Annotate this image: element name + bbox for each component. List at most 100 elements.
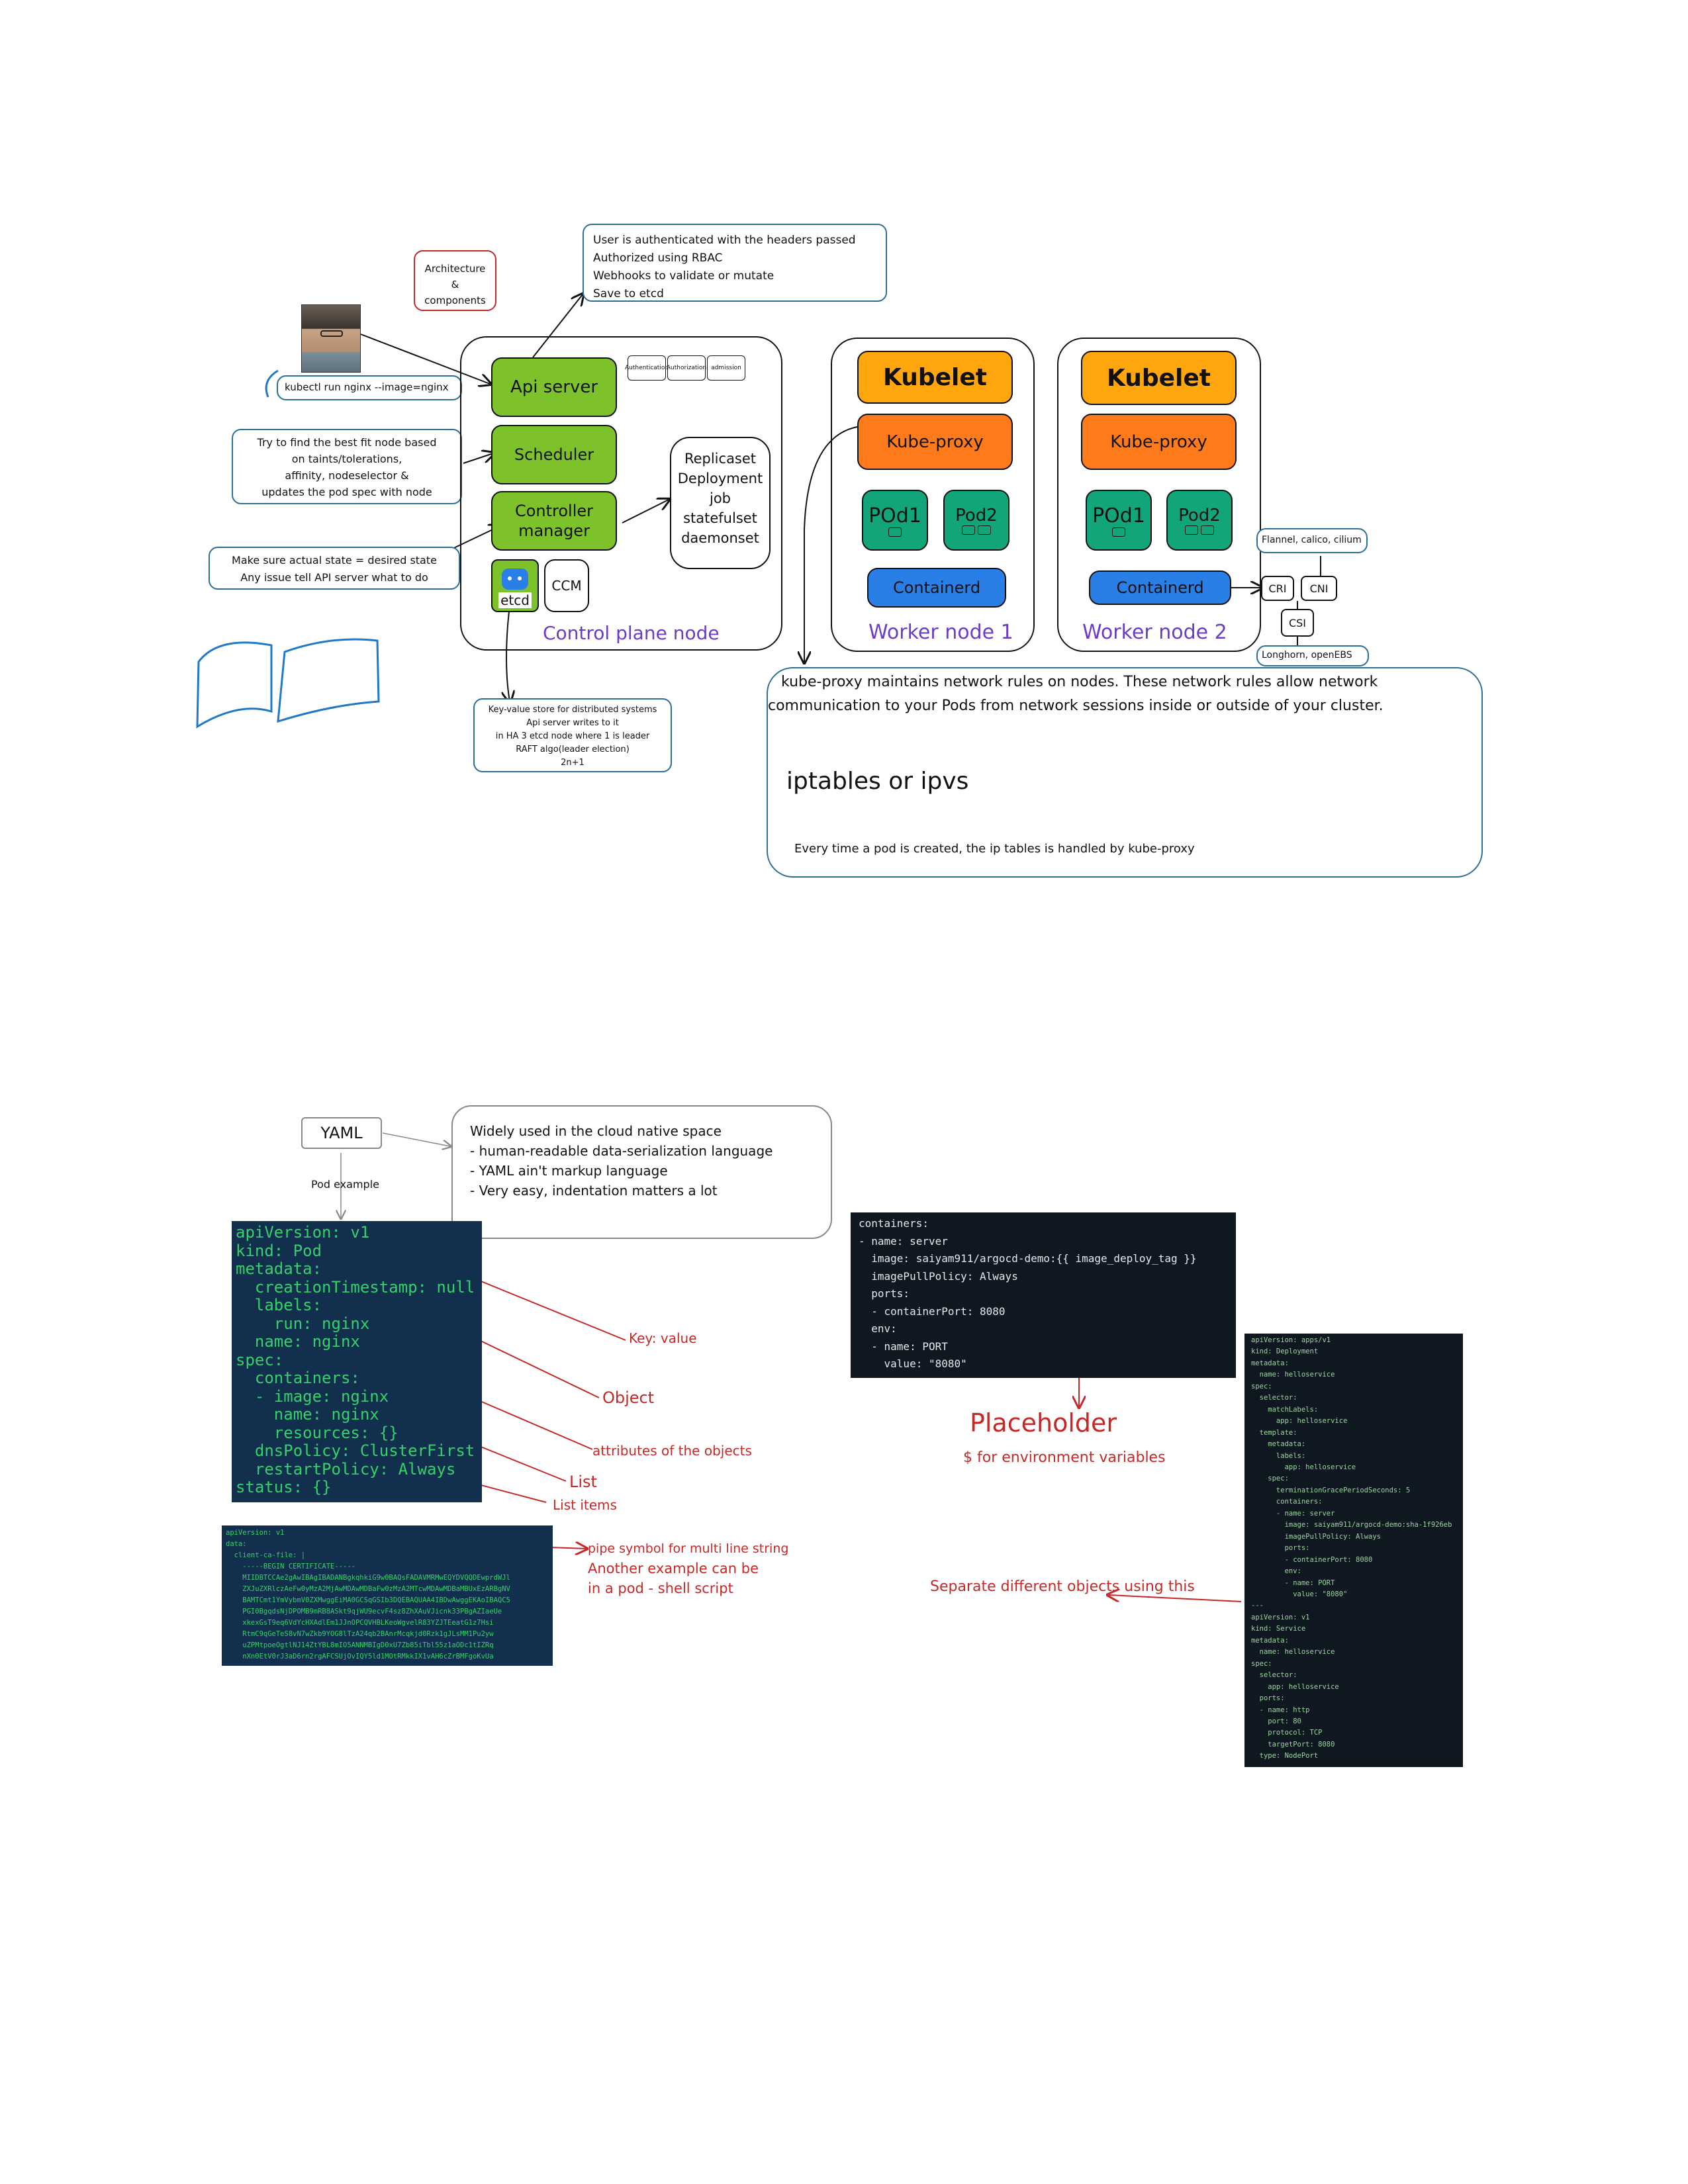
- code-line: value: "8080": [1251, 1590, 1348, 1598]
- code-line: metadata:: [1251, 1359, 1289, 1367]
- container-icon: [1112, 527, 1125, 537]
- auth-note-line: Authorized using RBAC: [593, 251, 723, 265]
- yaml-title: YAML: [301, 1117, 382, 1149]
- container-icon: [978, 525, 991, 535]
- code-line: spec:: [1251, 1475, 1289, 1483]
- code-line: terminationGracePeriodSeconds: 5: [1251, 1486, 1411, 1494]
- separator-note: Separate different objects using this: [930, 1578, 1195, 1595]
- controller-manager-line: manager: [518, 522, 590, 540]
- containerd-component[interactable]: Containerd: [1089, 570, 1231, 605]
- worker-node-2: [1057, 338, 1261, 652]
- code-line: spec:: [236, 1350, 284, 1369]
- pod1-component[interactable]: POd1: [862, 490, 928, 551]
- pod2-component[interactable]: Pod2: [943, 490, 1009, 551]
- code-line: restartPolicy: Always: [236, 1459, 456, 1479]
- code-line: metadata:: [1251, 1440, 1306, 1449]
- api-server-component[interactable]: Api server: [491, 357, 617, 417]
- tab-authorization[interactable]: Authorization: [667, 355, 706, 381]
- etcd-note-line: in HA 3 etcd node where 1 is leader: [495, 731, 650, 741]
- etcd-label: etcd: [498, 592, 532, 608]
- annotation-key-value: Key: value: [629, 1330, 697, 1346]
- code-line: run: nginx: [236, 1314, 370, 1333]
- code-line: - name: PORT: [1251, 1578, 1335, 1587]
- etcd-note-line: RAFT algo(leader election): [516, 745, 630, 754]
- architecture-note-line: components: [424, 295, 486, 306]
- control-plane-node: [460, 336, 782, 651]
- csi-plugins-note: Longhorn, openEBS: [1256, 645, 1369, 666]
- annotation-attributes: attributes of the objects: [592, 1443, 752, 1459]
- code-line: image: saiyam911/argocd-demo:sha-1f926eb: [1251, 1521, 1452, 1529]
- yaml-intro-line: - YAML ain't markup language: [470, 1163, 668, 1179]
- controller-item: statefulset: [683, 510, 757, 526]
- scheduler-note-line: on taints/tolerations,: [291, 453, 402, 465]
- scheduler-component[interactable]: Scheduler: [491, 425, 617, 484]
- configmap-notes: pipe symbol for multi line string Anothe…: [588, 1539, 788, 1598]
- code-line: app: helloservice: [1251, 1463, 1356, 1471]
- pod2-component[interactable]: Pod2: [1166, 490, 1233, 551]
- code-line: BAMTCmt1YmVybmV0ZXMwggEiMA0GCSqGSIb3DQEB…: [226, 1596, 510, 1604]
- architecture-note-line: Architecture: [424, 263, 486, 275]
- kubectl-command: kubectl run nginx --image=nginx: [277, 375, 462, 400]
- csi-interface[interactable]: CSI: [1281, 609, 1314, 637]
- controllers-list: Replicaset Deployment job statefulset da…: [670, 437, 771, 569]
- ccm-component[interactable]: CCM: [544, 559, 589, 612]
- controller-manager-component[interactable]: Controller manager: [491, 491, 617, 551]
- code-line: imagePullPolicy: Always: [859, 1269, 1018, 1283]
- code-line: apiVersion: v1: [236, 1223, 370, 1242]
- code-line: app: helloservice: [1251, 1682, 1339, 1691]
- controller-item: Replicaset: [684, 451, 757, 467]
- code-line: name: nginx: [236, 1405, 379, 1424]
- etcd-component[interactable]: etcd: [491, 559, 539, 612]
- container-icon: [1185, 525, 1198, 535]
- yaml-intro-line: - human-readable data-serialization lang…: [470, 1143, 773, 1159]
- code-line: - name: server: [1251, 1509, 1335, 1518]
- code-line: - name: PORT: [859, 1340, 948, 1353]
- pod1-component[interactable]: POd1: [1086, 490, 1152, 551]
- code-line: protocol: TCP: [1251, 1729, 1323, 1737]
- code-line: metadata:: [1251, 1636, 1289, 1645]
- tab-admission[interactable]: admission: [707, 355, 745, 381]
- auth-note-line: Webhooks to validate or mutate: [593, 269, 774, 283]
- iptables-heading: iptables or ipvs: [786, 768, 969, 795]
- architecture-note: Architecture & components: [414, 250, 496, 311]
- containerd-component[interactable]: Containerd: [867, 568, 1006, 608]
- kube-proxy-footer: Every time a pod is created, the ip tabl…: [794, 842, 1195, 856]
- scheduler-note-line: affinity, nodeselector &: [285, 469, 409, 482]
- code-line: matchLabels:: [1251, 1405, 1319, 1414]
- auth-note-line: Save to etcd: [593, 287, 664, 300]
- scheduler-note-line: updates the pod spec with node: [261, 486, 432, 498]
- code-line: - containerPort: 8080: [859, 1304, 1006, 1318]
- pod2-label: Pod2: [955, 506, 998, 525]
- code-line: type: NodePort: [1251, 1752, 1319, 1760]
- scheduler-note: Try to find the best fit node based on t…: [232, 429, 462, 504]
- controller-item: Deployment: [677, 471, 763, 486]
- code-line: labels:: [1251, 1451, 1306, 1460]
- cni-plugins-note: Flannel, calico, cilium: [1256, 528, 1368, 553]
- code-line: ---: [1251, 1602, 1264, 1610]
- cni-interface[interactable]: CNI: [1301, 576, 1337, 601]
- pod-yaml-code: apiVersion: v1 kind: Pod metadata: creat…: [232, 1221, 482, 1502]
- code-line: template:: [1251, 1428, 1297, 1437]
- code-line: xkexGsT9eq6VdYcHXAdlEm1JJnOPCQVHBLKeoWgv…: [226, 1619, 494, 1627]
- code-line: app: helloservice: [1251, 1417, 1348, 1426]
- pod1-label: POd1: [1092, 504, 1145, 527]
- deployment-yaml-code: apiVersion: apps/v1 kind: Deployment met…: [1244, 1334, 1463, 1767]
- code-line: containers:: [1251, 1498, 1323, 1506]
- api-server-auth-note: User is authenticated with the headers p…: [583, 224, 887, 302]
- code-line: value: "8080": [859, 1357, 967, 1370]
- kube-proxy-component[interactable]: Kube-proxy: [857, 414, 1013, 470]
- configmap-note-line: in a pod - shell script: [588, 1580, 733, 1596]
- code-line: containers:: [859, 1217, 929, 1230]
- worker-node-1: [831, 338, 1035, 652]
- tab-authentication[interactable]: Authentication: [625, 355, 669, 381]
- code-line: ports:: [859, 1287, 910, 1300]
- code-line: containers:: [236, 1369, 360, 1387]
- kubelet-component[interactable]: Kubelet: [857, 351, 1013, 404]
- kubelet-component[interactable]: Kubelet: [1081, 351, 1237, 405]
- kube-proxy-note-line: kube-proxy maintains network rules on no…: [781, 674, 1378, 690]
- cri-interface[interactable]: CRI: [1261, 576, 1294, 601]
- code-line: env:: [1251, 1567, 1301, 1576]
- kube-proxy-component[interactable]: Kube-proxy: [1081, 414, 1237, 470]
- annotation-object: Object: [602, 1388, 655, 1407]
